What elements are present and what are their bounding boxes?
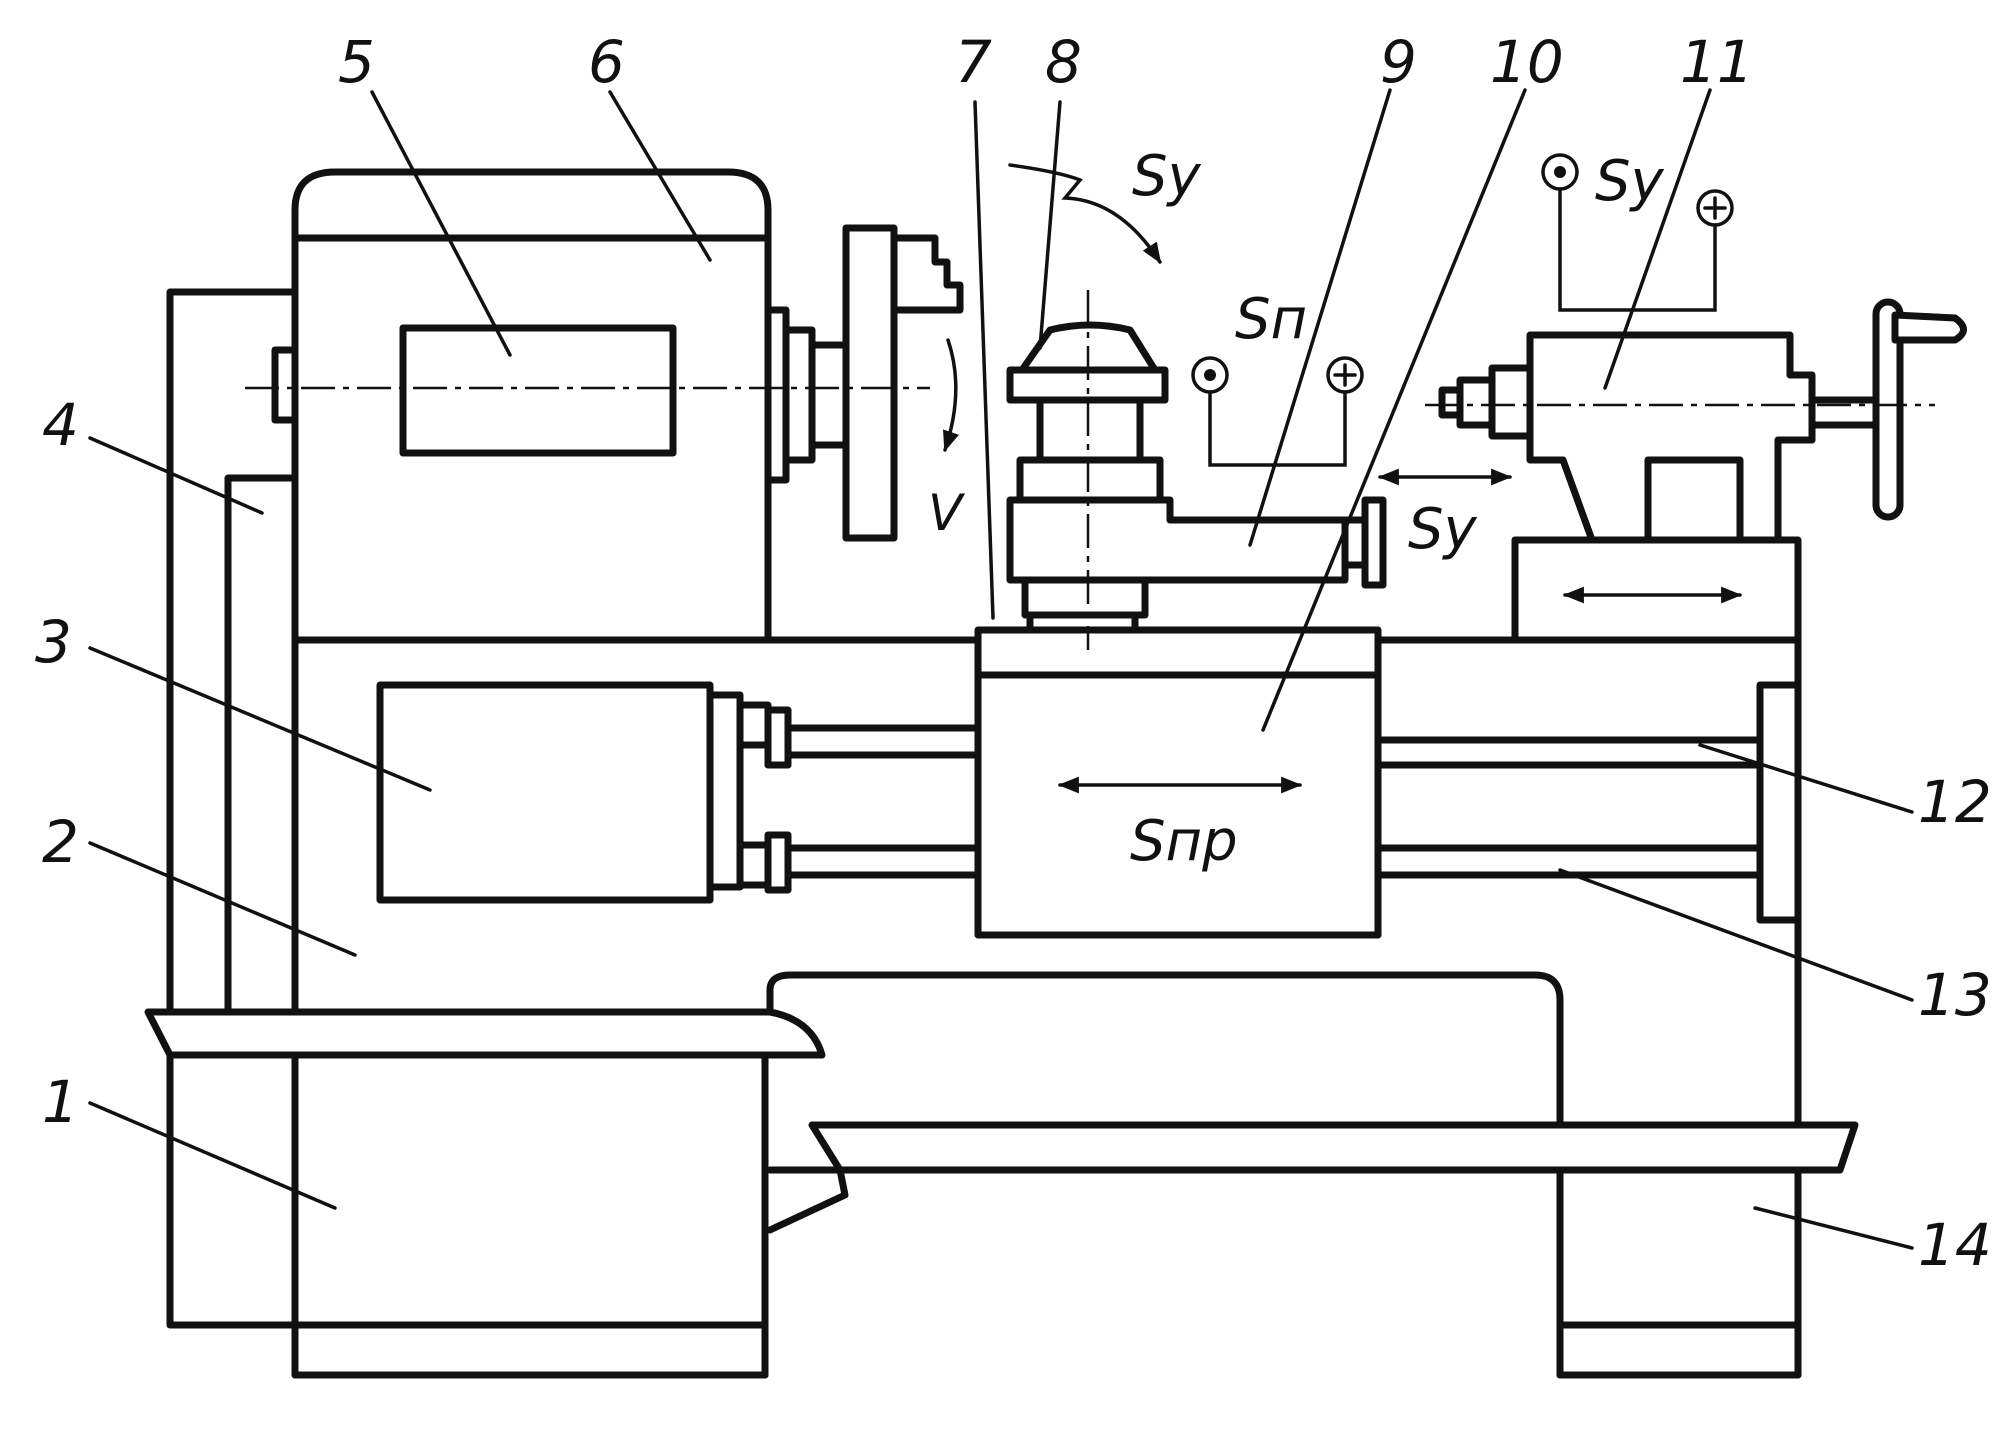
rapid-feed-label-top: Sу: [1132, 144, 1202, 209]
electrical-cabinet-pipes: [166, 288, 299, 1049]
part-label-2: 2: [42, 808, 79, 876]
headstock: [271, 168, 772, 644]
drive-motor: [376, 681, 792, 904]
right-pedestal: [1556, 1166, 1802, 1379]
spindle-rotation-arrow: [943, 338, 959, 452]
lower-chip-tray: [808, 1121, 1859, 1174]
part-label-9: 9: [1380, 28, 1417, 96]
part-label-5: 5: [338, 28, 375, 96]
cross-feed-label: Sп: [1235, 287, 1307, 352]
part-label-12: 12: [1918, 768, 1992, 836]
rapid-feed-label-middle: Sу: [1408, 497, 1478, 562]
part-label-3: 3: [35, 608, 72, 676]
part-label-11: 11: [1680, 28, 1754, 96]
part-label-8: 8: [1045, 28, 1082, 96]
cross-slide: [1006, 290, 1387, 650]
chuck: [764, 224, 964, 542]
feed-arrows: [1008, 163, 1743, 794]
part-label-1: 1: [42, 1068, 79, 1136]
part-label-6: 6: [588, 28, 625, 96]
part-label-7: 7: [955, 28, 992, 96]
rapid-feed-label-tailstock: Sу: [1595, 149, 1665, 214]
upper-chip-tray: [144, 1008, 826, 1059]
lead-screw-and-feed-shaft: [784, 681, 1802, 924]
cutting-speed-label: V: [928, 484, 966, 542]
longitudinal-feed-label: Sпр: [1130, 809, 1238, 874]
tailstock-buttons: [1541, 153, 1734, 312]
leader-lines: [88, 88, 1914, 1250]
part-label-13: 13: [1918, 961, 1992, 1029]
spindle-unit: [399, 324, 677, 457]
left-pedestal: [166, 1041, 769, 1379]
cross-feed-buttons: [1191, 356, 1364, 467]
part-number-labels: 1 2 3 4 5 6 7 8 9 10 11 12 13 14: [35, 28, 1992, 1279]
carriage-apron: [974, 601, 1382, 939]
part-label-4: 4: [42, 391, 79, 459]
tailstock: [1425, 298, 1967, 644]
part-label-14: 14: [1918, 1211, 1992, 1279]
part-label-10: 10: [1490, 28, 1564, 96]
motion-symbols: V Sпр Sп Sу Sу Sу: [928, 144, 1665, 874]
